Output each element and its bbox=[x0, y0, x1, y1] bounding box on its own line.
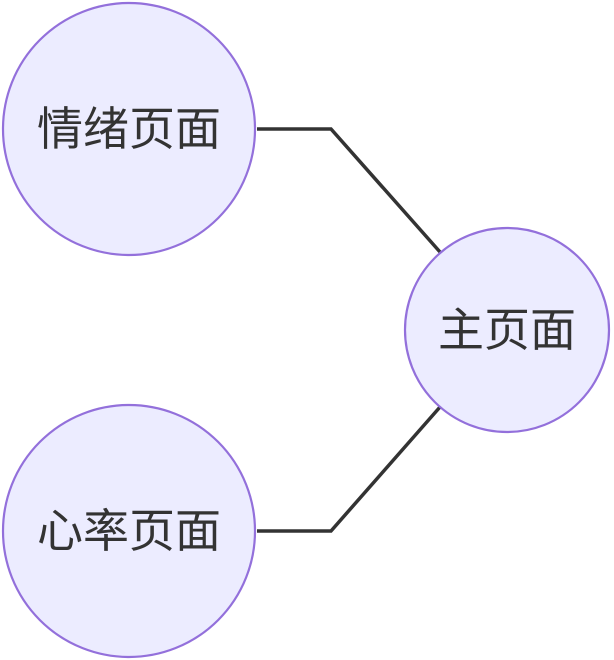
node-heart-rate-page-circle bbox=[1, 403, 257, 659]
node-emotion-page[interactable]: 情绪页面 bbox=[1, 1, 257, 257]
node-main-page[interactable]: 主页面 bbox=[403, 226, 611, 434]
node-emotion-page-label: 情绪页面 bbox=[37, 102, 221, 156]
node-heart-rate-page-label: 心率页面 bbox=[37, 504, 221, 558]
node-main-page-circle bbox=[403, 226, 611, 434]
edge-heart-to-main bbox=[257, 405, 442, 533]
node-main-page-label: 主页面 bbox=[438, 303, 576, 357]
edge-emotion-to-main bbox=[257, 127, 442, 254]
node-emotion-page-circle bbox=[1, 1, 257, 257]
node-heart-rate-page[interactable]: 心率页面 bbox=[1, 403, 257, 659]
